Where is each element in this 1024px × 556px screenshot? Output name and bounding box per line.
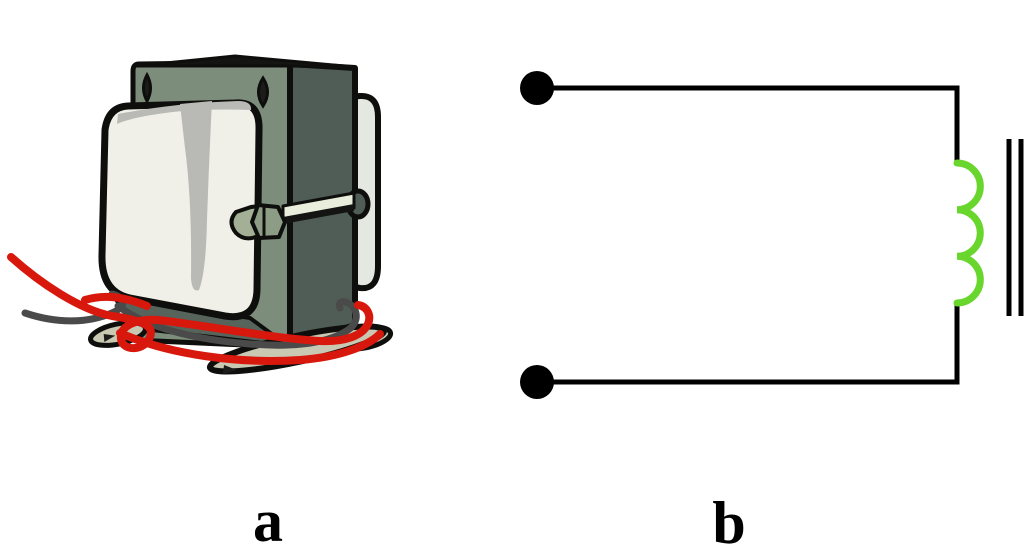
foot-front-hole — [223, 365, 237, 374]
bobbin-front — [98, 99, 263, 321]
bolt-hex-nut — [250, 203, 287, 240]
panel-b-label: b — [712, 490, 745, 556]
mount-hole-left-icon — [142, 71, 152, 105]
panel-a-label: a — [253, 488, 283, 554]
bobbin-shading-band — [117, 101, 252, 124]
panel-a-illustration: a — [7, 54, 394, 554]
bobbin-shading-streak — [180, 101, 212, 291]
mount-hole-right-icon — [257, 75, 269, 109]
bolt-rod-stripe — [283, 204, 354, 224]
iron-core-icon — [1006, 139, 1024, 316]
lead-wire-red-long — [7, 253, 374, 353]
inductor-coil-icon — [953, 159, 984, 307]
terminal-dot-top — [520, 71, 554, 105]
frame-top-edge — [134, 54, 357, 69]
terminal-dot-bottom — [520, 365, 554, 399]
panel-b-circuit: b — [520, 71, 1024, 556]
foot-left-hole — [103, 333, 116, 343]
lead-wire-red-stub — [81, 292, 151, 310]
lead-wire-red-lower — [116, 329, 384, 365]
circuit-wires — [548, 85, 960, 385]
